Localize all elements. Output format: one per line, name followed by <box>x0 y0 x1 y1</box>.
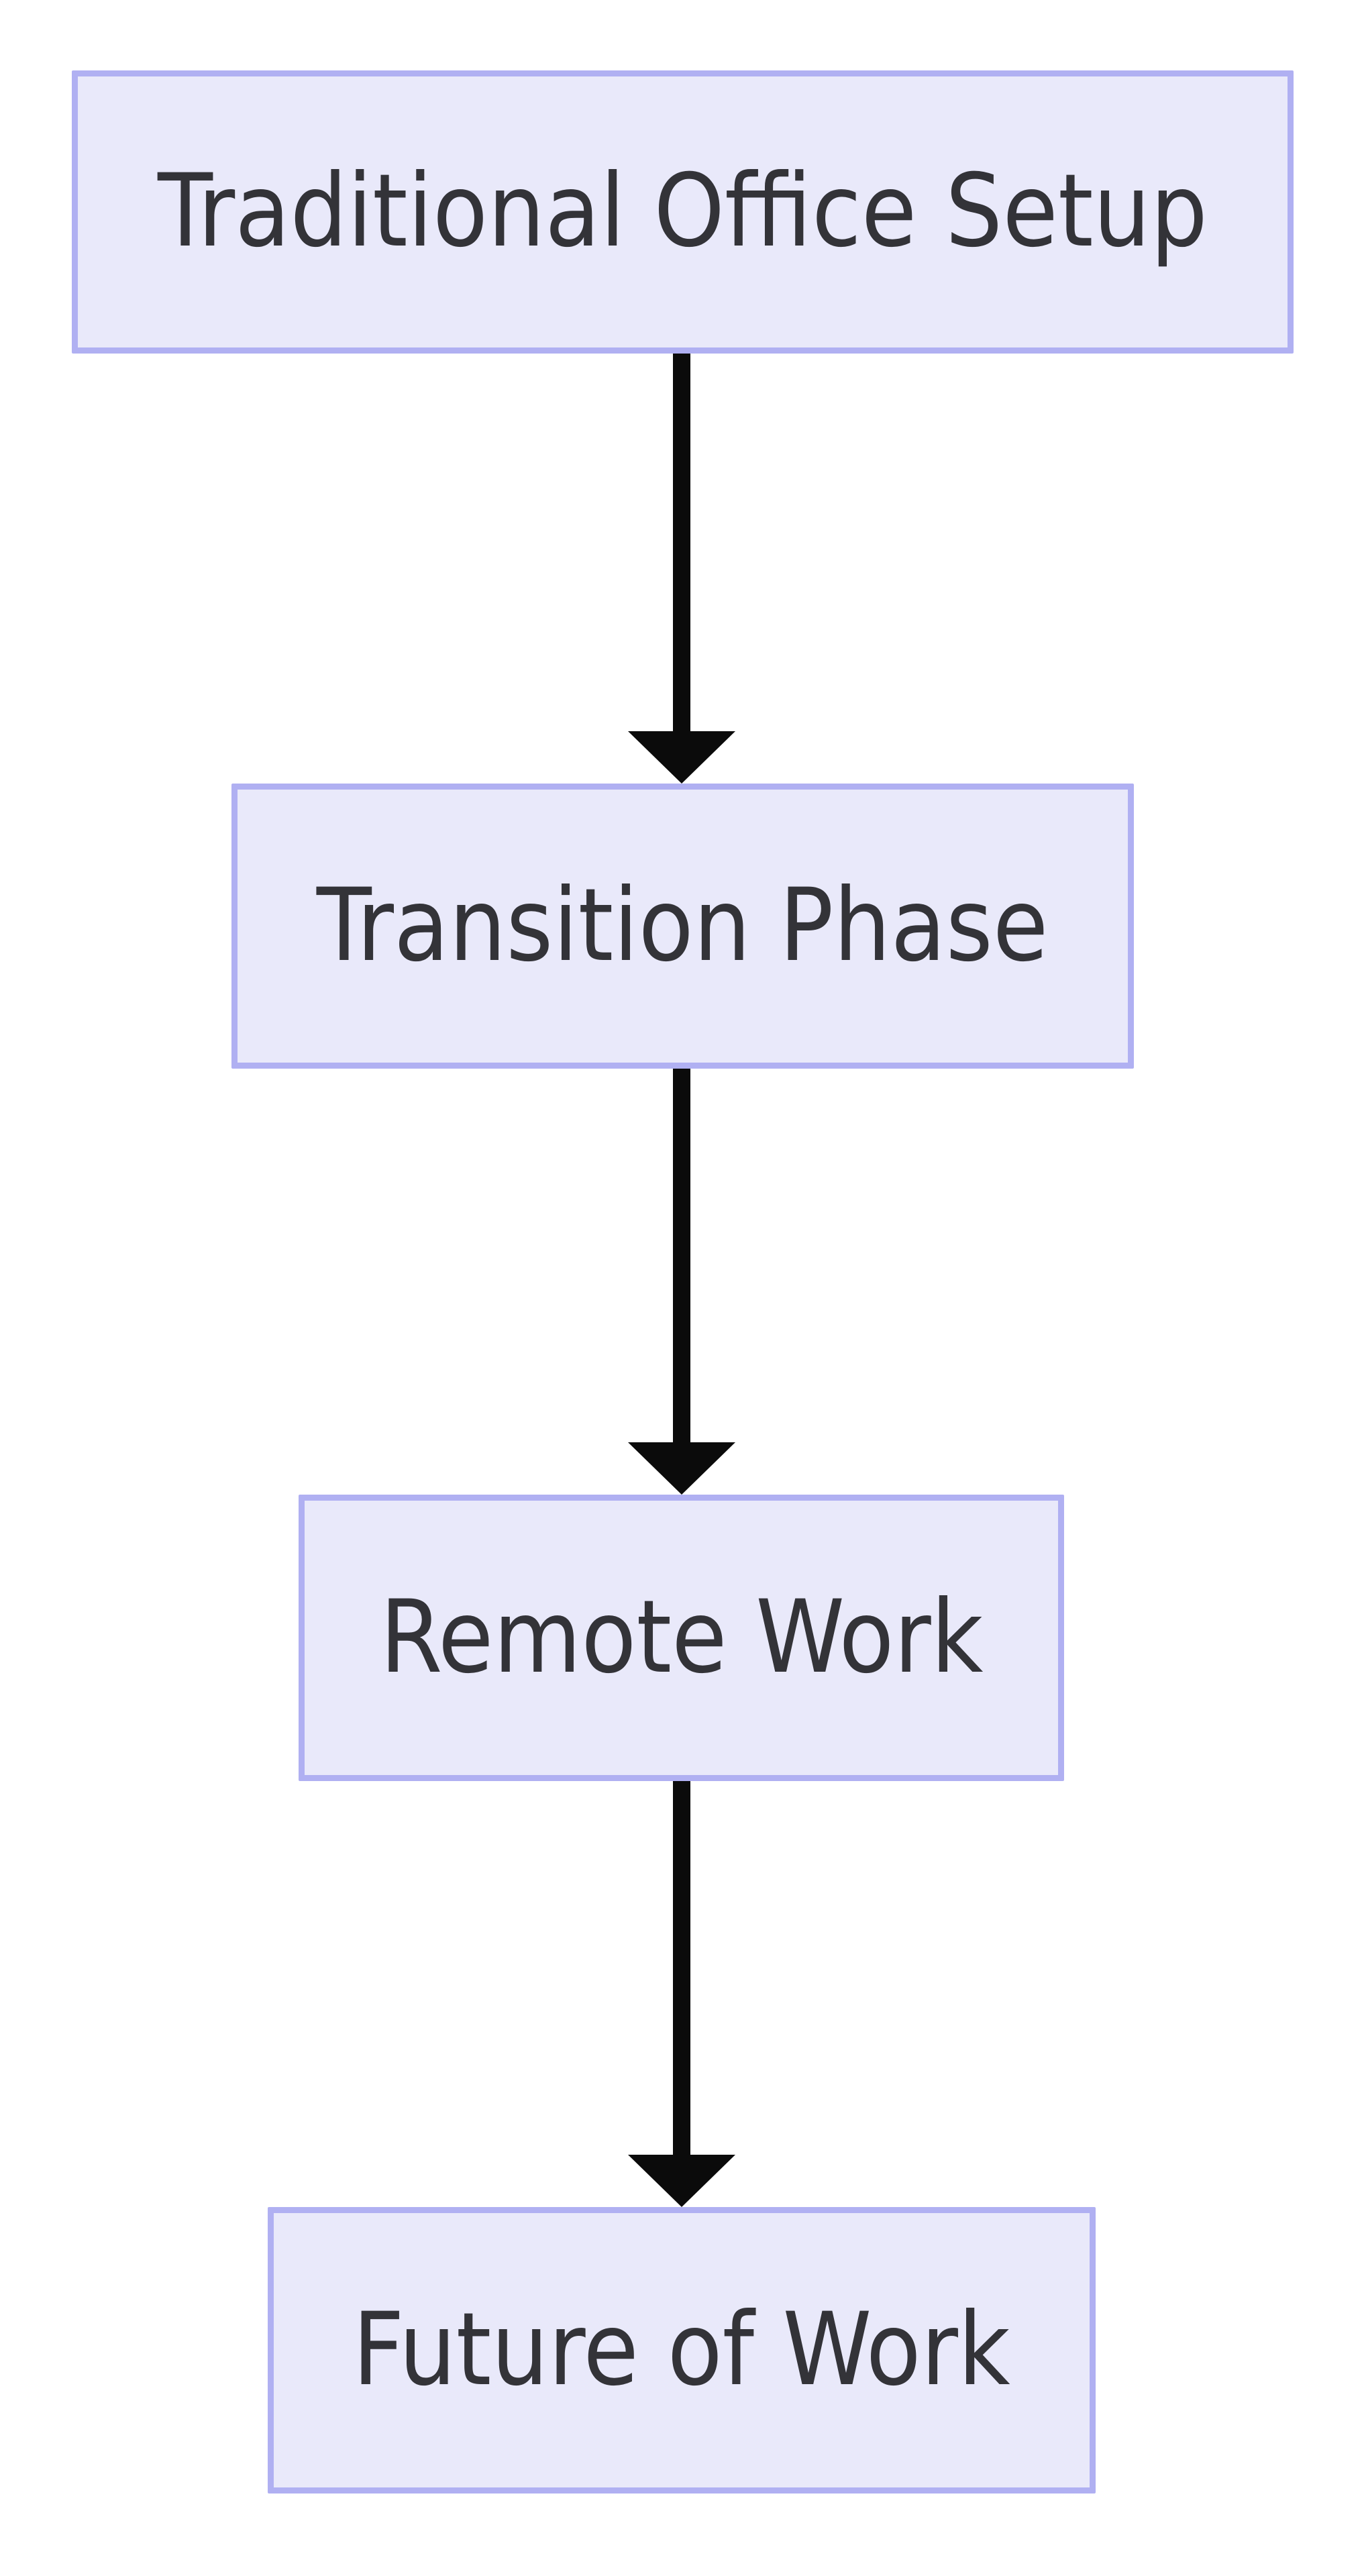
edge-traditional-to-transition[interactable] <box>628 354 735 784</box>
edge-transition-to-remote[interactable] <box>628 1069 735 1495</box>
node-label: Remote Work <box>379 1578 984 1696</box>
node-label: Traditional Office Setup <box>157 153 1208 270</box>
node-label: Future of Work <box>352 2291 1011 2408</box>
arrow-down-icon <box>628 2155 735 2207</box>
node-transition-phase[interactable]: Transition Phase <box>231 784 1134 1069</box>
edge-remote-to-future[interactable] <box>628 1781 735 2207</box>
arrow-down-icon <box>628 731 735 784</box>
node-label: Transition Phase <box>317 867 1049 984</box>
node-remote-work[interactable]: Remote Work <box>299 1495 1064 1781</box>
arrow-down-icon <box>628 1442 735 1495</box>
node-traditional-office-setup[interactable]: Traditional Office Setup <box>72 70 1294 354</box>
node-future-of-work[interactable]: Future of Work <box>268 2207 1096 2493</box>
